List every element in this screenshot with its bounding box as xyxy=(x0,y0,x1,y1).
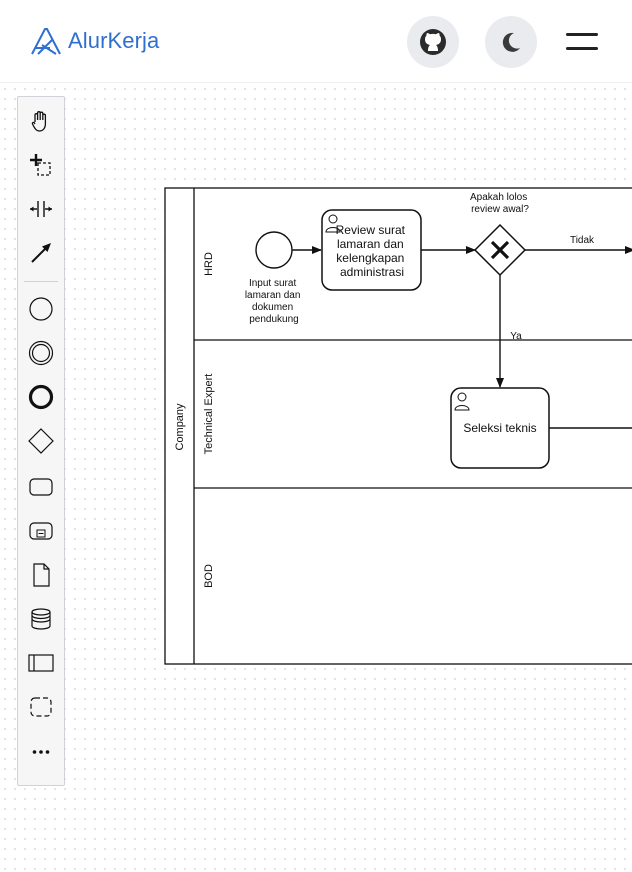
lane-label-hrd: HRD xyxy=(203,252,215,276)
create-gateway[interactable] xyxy=(18,425,64,457)
task-seleksi-teknis[interactable]: Seleksi teknis xyxy=(450,387,550,469)
task-seleksi-label: Seleksi teknis xyxy=(463,421,536,435)
data-object-icon xyxy=(33,563,50,587)
palette-separator xyxy=(24,281,58,282)
task-icon xyxy=(29,478,53,496)
hand-tool[interactable] xyxy=(18,105,64,137)
space-tool[interactable] xyxy=(18,193,64,225)
lane-hrd[interactable]: HRD xyxy=(203,252,215,276)
create-task[interactable] xyxy=(18,471,64,503)
task-review-surat[interactable]: Review surat lamaran dan kelengkapan adm… xyxy=(321,209,422,291)
gateway-x-icon xyxy=(490,240,510,260)
subprocess-icon xyxy=(29,522,53,540)
create-end-event[interactable] xyxy=(18,381,64,413)
start-event-label: Input surat lamaran dan dokumen pendukun… xyxy=(245,278,303,325)
space-tool-icon xyxy=(30,201,52,217)
app-header: AlurKerja xyxy=(0,0,632,83)
create-intermediate-event[interactable] xyxy=(18,337,64,369)
user-task-icon xyxy=(454,392,470,411)
create-start-event[interactable] xyxy=(18,293,64,325)
user-task-icon xyxy=(325,214,341,233)
lane-label-technical-expert: Technical Expert xyxy=(203,374,215,455)
lasso-tool[interactable] xyxy=(18,149,64,181)
hand-tool-icon xyxy=(31,111,47,132)
intermediate-event-icon xyxy=(28,340,54,366)
pool-label: Company xyxy=(174,403,186,451)
connect-tool-icon xyxy=(31,243,51,263)
create-data-object[interactable] xyxy=(18,559,64,591)
github-icon xyxy=(420,29,446,55)
start-event-icon xyxy=(29,297,53,321)
lane-technical-expert[interactable]: Technical Expert xyxy=(203,374,215,455)
menu-button[interactable] xyxy=(566,28,600,54)
pool-icon xyxy=(28,654,54,672)
start-event[interactable] xyxy=(255,231,293,269)
moon-icon xyxy=(502,32,520,52)
gateway-label: Apakah lolos review awal? xyxy=(470,192,530,215)
connect-tool[interactable] xyxy=(18,237,64,269)
tool-palette xyxy=(17,96,65,786)
alurkerja-logo-icon xyxy=(31,28,61,55)
more-tools-icon xyxy=(32,750,50,754)
exclusive-gateway[interactable] xyxy=(473,223,527,277)
end-event-icon xyxy=(28,384,54,410)
task-review-label: Review surat lamaran dan kelengkapan adm… xyxy=(336,223,409,279)
lane-bod[interactable]: BOD xyxy=(203,564,215,588)
create-data-store[interactable] xyxy=(18,603,64,635)
lasso-tool-icon xyxy=(30,154,51,176)
more-tools[interactable] xyxy=(18,735,64,767)
lane-label-bod: BOD xyxy=(203,564,215,588)
data-store-icon xyxy=(31,608,51,630)
dark-mode-toggle[interactable] xyxy=(485,16,537,68)
brand[interactable]: AlurKerja xyxy=(30,26,159,56)
flow-label-yes: Ya xyxy=(510,331,522,342)
create-pool[interactable] xyxy=(18,647,64,679)
brand-name: AlurKerja xyxy=(68,28,160,53)
flow-label-no: Tidak xyxy=(570,235,595,246)
create-group[interactable] xyxy=(18,691,64,723)
github-button[interactable] xyxy=(407,16,459,68)
create-subprocess[interactable] xyxy=(18,515,64,547)
group-icon xyxy=(30,697,52,717)
gateway-icon xyxy=(28,428,54,454)
